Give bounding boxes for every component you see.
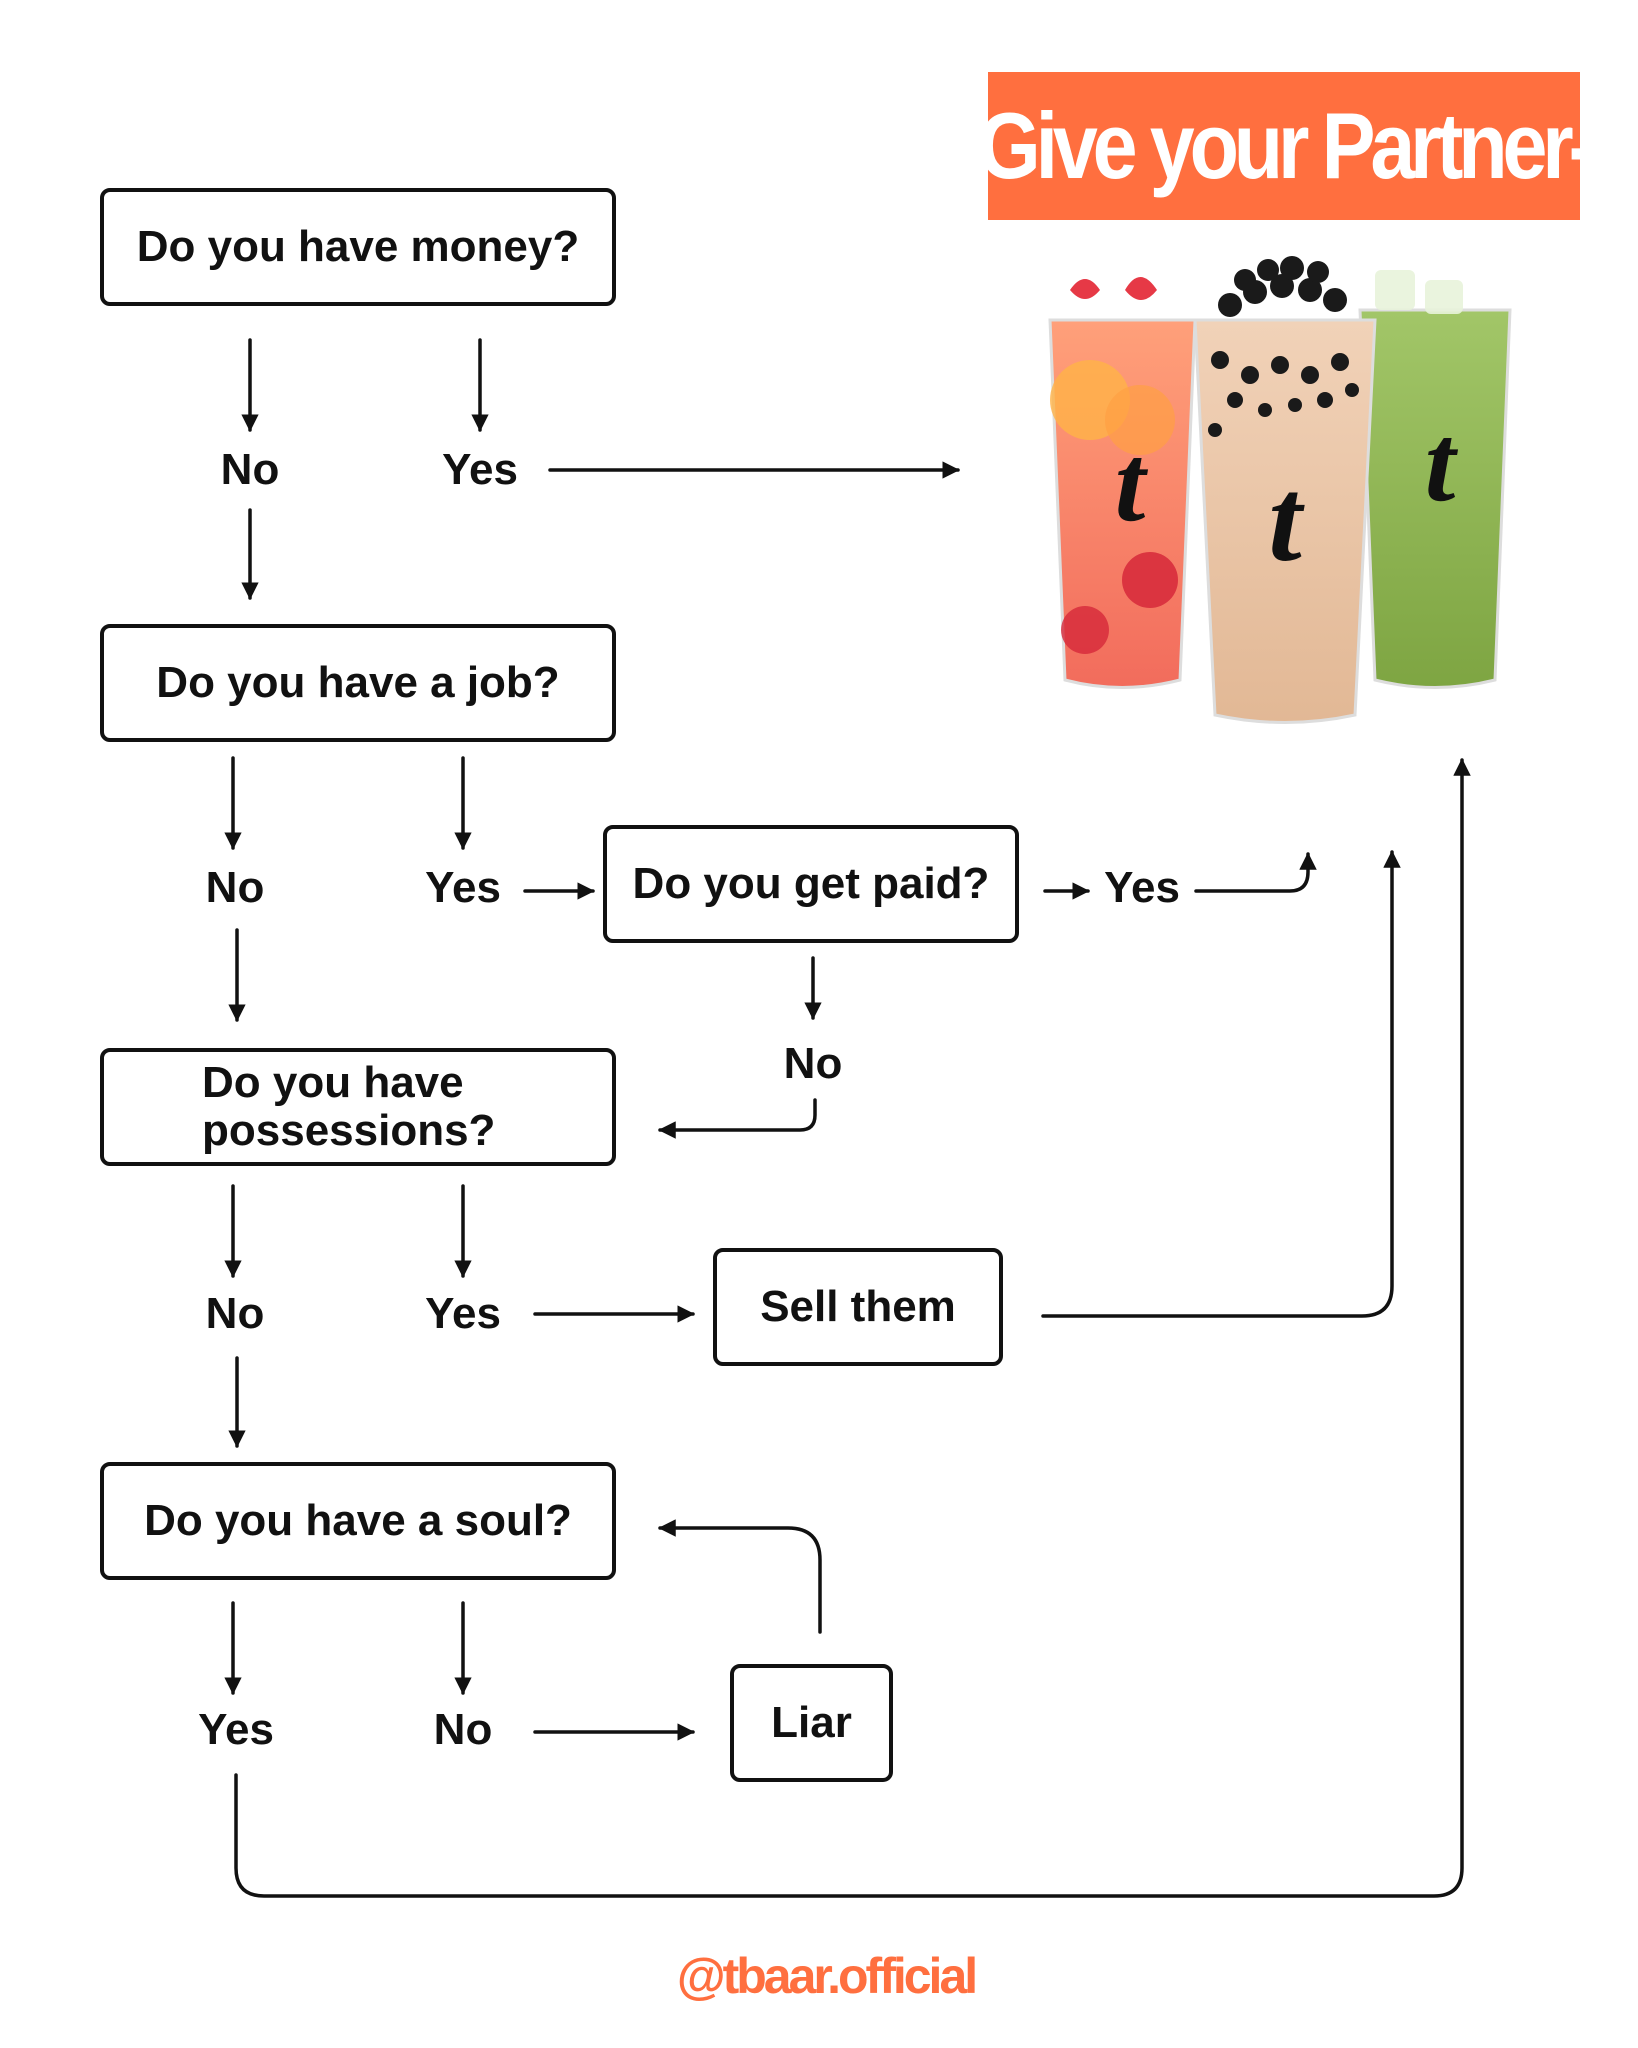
node-paid-text: Do you get paid? <box>632 859 990 909</box>
label-job-yes: Yes <box>425 863 501 912</box>
node-possessions-line2: possessions? <box>202 1106 496 1155</box>
label-job-no: No <box>205 863 265 912</box>
title-banner: Give your Partner- <box>988 72 1580 220</box>
arrow-soul-yes-to-drinks <box>234 758 1471 1898</box>
arrow-liar-to-soul <box>658 1519 822 1634</box>
node-job: Do you have a job? <box>100 624 616 742</box>
node-soul: Do you have a soul? <box>100 1462 616 1580</box>
arrow-sell-to-drinks <box>1041 850 1401 1318</box>
node-sell-text: Sell them <box>760 1282 956 1332</box>
node-liar: Liar <box>730 1664 893 1782</box>
arrow-yes-up-to-drinks <box>1194 852 1317 893</box>
node-money-text: Do you have money? <box>136 222 580 272</box>
footer-handle: @tbaar.official <box>676 1948 978 2004</box>
label-money-no: No <box>220 445 280 494</box>
fruit-tea-cup: t <box>1048 277 1197 689</box>
matcha-cup: t <box>1358 270 1512 689</box>
svg-text:t: t <box>1115 422 1149 544</box>
label-soul-yes: Yes <box>198 1705 274 1754</box>
node-paid: Do you get paid? <box>603 825 1019 943</box>
label-poss-no: No <box>205 1289 265 1338</box>
milk-tea-boba-cup: t <box>1193 256 1377 724</box>
node-job-text: Do you have a job? <box>156 658 560 708</box>
bubble-tea-cups-icon: t t t <box>1048 256 1512 724</box>
svg-text:t: t <box>1268 453 1305 586</box>
node-money: Do you have money? <box>100 188 616 306</box>
arrow-no-to-possessions <box>658 1098 817 1139</box>
svg-text:t: t <box>1425 402 1459 524</box>
node-possessions: Do you have possessions? <box>100 1048 616 1166</box>
node-liar-text: Liar <box>771 1698 852 1748</box>
label-money-yes: Yes <box>442 445 518 494</box>
node-soul-text: Do you have a soul? <box>144 1496 572 1546</box>
node-possessions-line1: Do you have <box>202 1058 464 1108</box>
label-soul-no: No <box>433 1705 493 1754</box>
banner-title: Give your Partner- <box>988 93 1580 198</box>
label-paid-yes: Yes <box>1104 863 1180 912</box>
label-poss-yes: Yes <box>425 1289 501 1338</box>
node-sell: Sell them <box>713 1248 1003 1366</box>
label-paid-no: No <box>783 1039 843 1088</box>
